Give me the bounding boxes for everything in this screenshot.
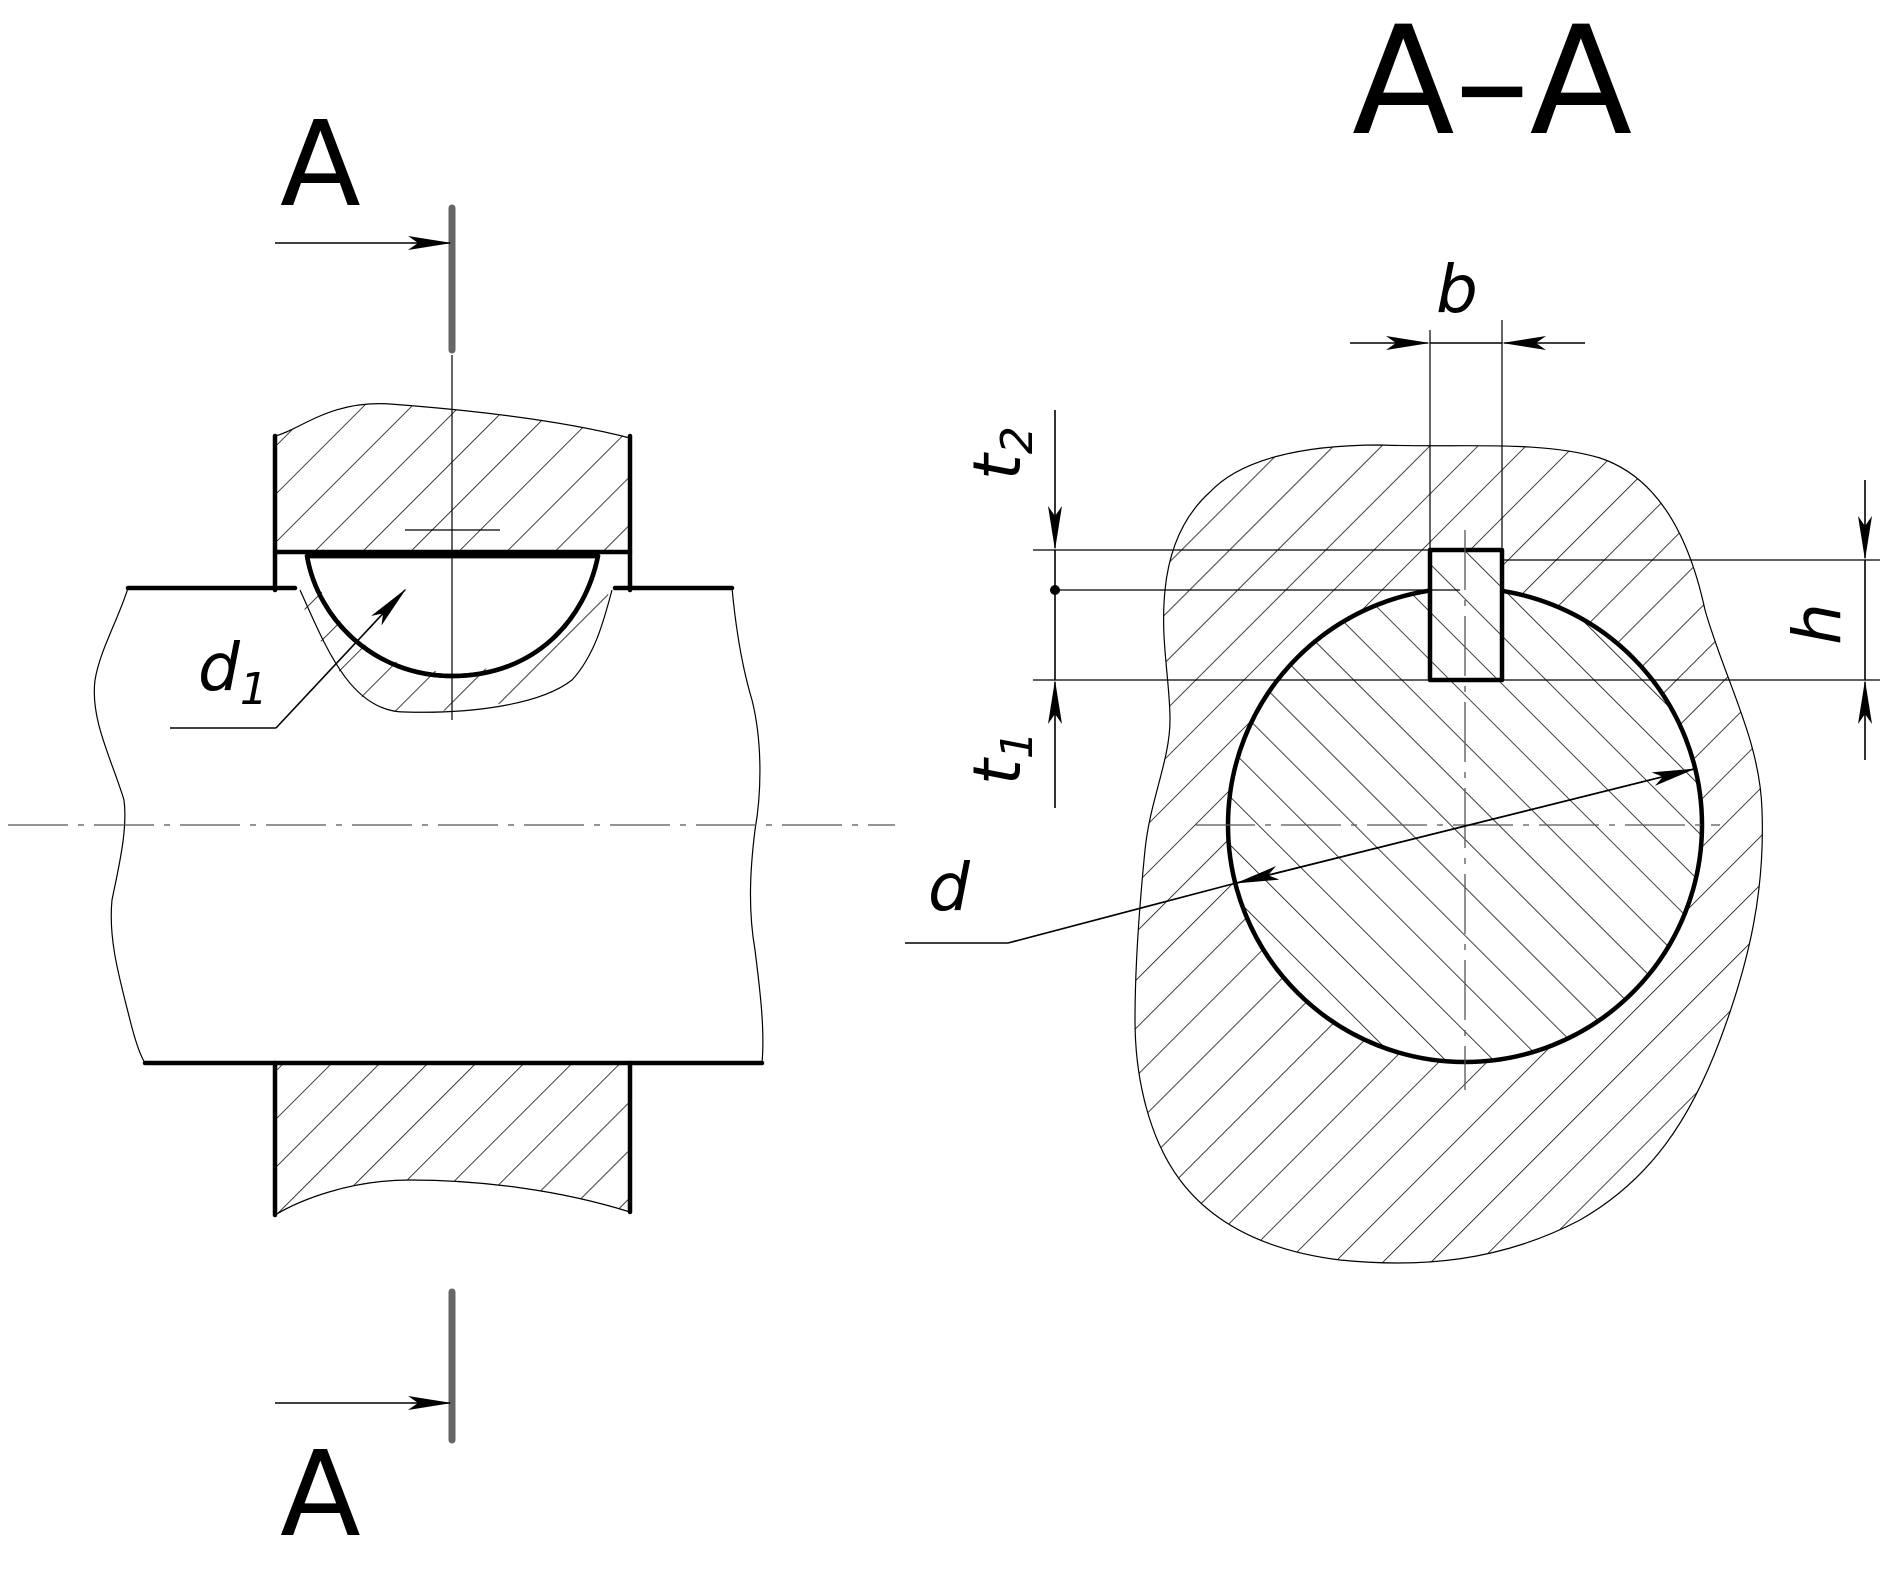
t1-base: t <box>959 757 1036 785</box>
section-mark-top: A <box>280 95 361 233</box>
dimension-d1: d1 <box>170 588 407 729</box>
section-marker-bottom: A <box>275 1288 456 1563</box>
dimension-d: d <box>905 768 1696 944</box>
svg-text:d1: d1 <box>198 629 268 715</box>
front-view: A A d1 <box>8 95 895 1563</box>
section-title: A–A <box>1352 0 1632 169</box>
dimension-h: h <box>1779 480 1872 760</box>
dimension-b: b <box>1350 251 1585 550</box>
t2-sub: 2 <box>992 426 1043 454</box>
label-d: d <box>928 849 971 926</box>
t1-sub: 1 <box>992 731 1043 759</box>
t2-base: t <box>959 452 1036 480</box>
section-mark-bottom: A <box>280 1425 361 1563</box>
section-view: A–A b <box>905 0 1880 1264</box>
d1-base: d <box>198 629 241 706</box>
svg-text:t1: t1 <box>959 731 1043 785</box>
dimension-t: t2 t1 <box>959 410 1062 808</box>
label-b: b <box>1436 251 1478 328</box>
d1-sub: 1 <box>240 664 268 715</box>
shaft-keyway-outline <box>299 589 613 713</box>
hub-bottom <box>272 1060 633 1218</box>
section-marker-top: A <box>275 95 456 354</box>
key-hatch-clip <box>312 560 594 672</box>
label-h: h <box>1779 603 1856 645</box>
svg-text:t2: t2 <box>959 426 1043 480</box>
